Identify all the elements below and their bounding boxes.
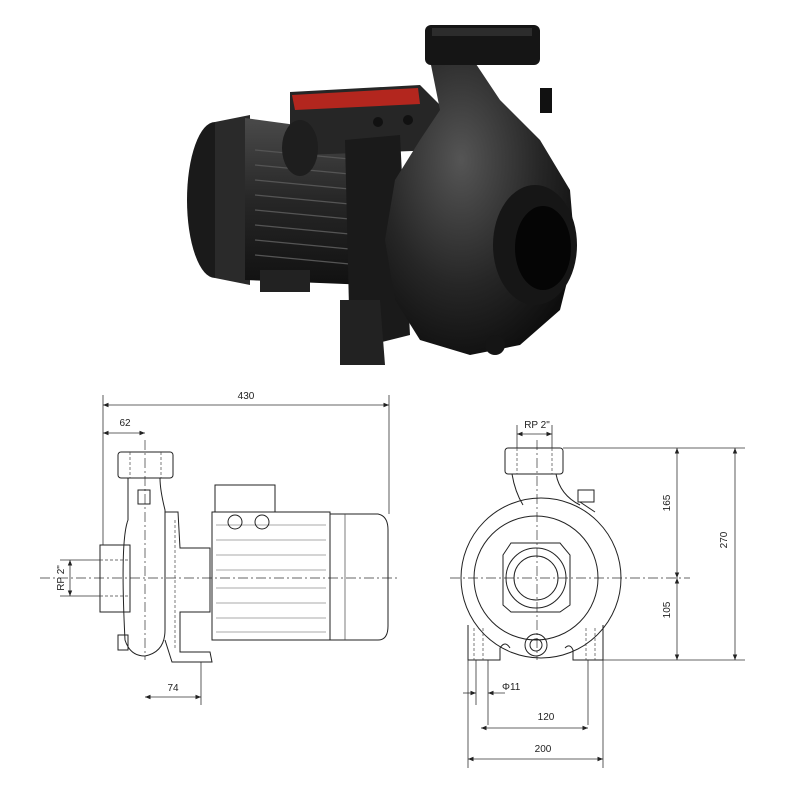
motor-body: [245, 118, 370, 292]
dim-outlet-size: RP 2": [524, 420, 550, 431]
dim-bolt-hole: Φ11: [502, 682, 521, 693]
dim-total-height: 270: [719, 531, 730, 548]
dim-foot-offset: 74: [167, 683, 179, 694]
pump-bracket: [340, 135, 410, 365]
dim-inlet-offset: 62: [119, 418, 131, 429]
front-view-drawing: RP 2" 165 105 270 Φ11 120 200: [450, 420, 745, 768]
dim-inlet-size: RP 2": [56, 565, 67, 591]
dim-overall-length: 430: [238, 391, 255, 402]
terminal-box: [282, 85, 440, 176]
pump-photo: [187, 25, 577, 365]
pump-volute: [385, 25, 577, 355]
dim-axis-height: 105: [662, 601, 673, 618]
dim-foot-width: 200: [535, 744, 552, 755]
side-view-drawing: 430 62 RP 2" 74: [40, 391, 400, 705]
motor-fan-cover: [187, 115, 250, 285]
dim-foot-hole-spacing: 120: [538, 712, 555, 723]
dim-height-above-axis: 165: [662, 494, 673, 511]
